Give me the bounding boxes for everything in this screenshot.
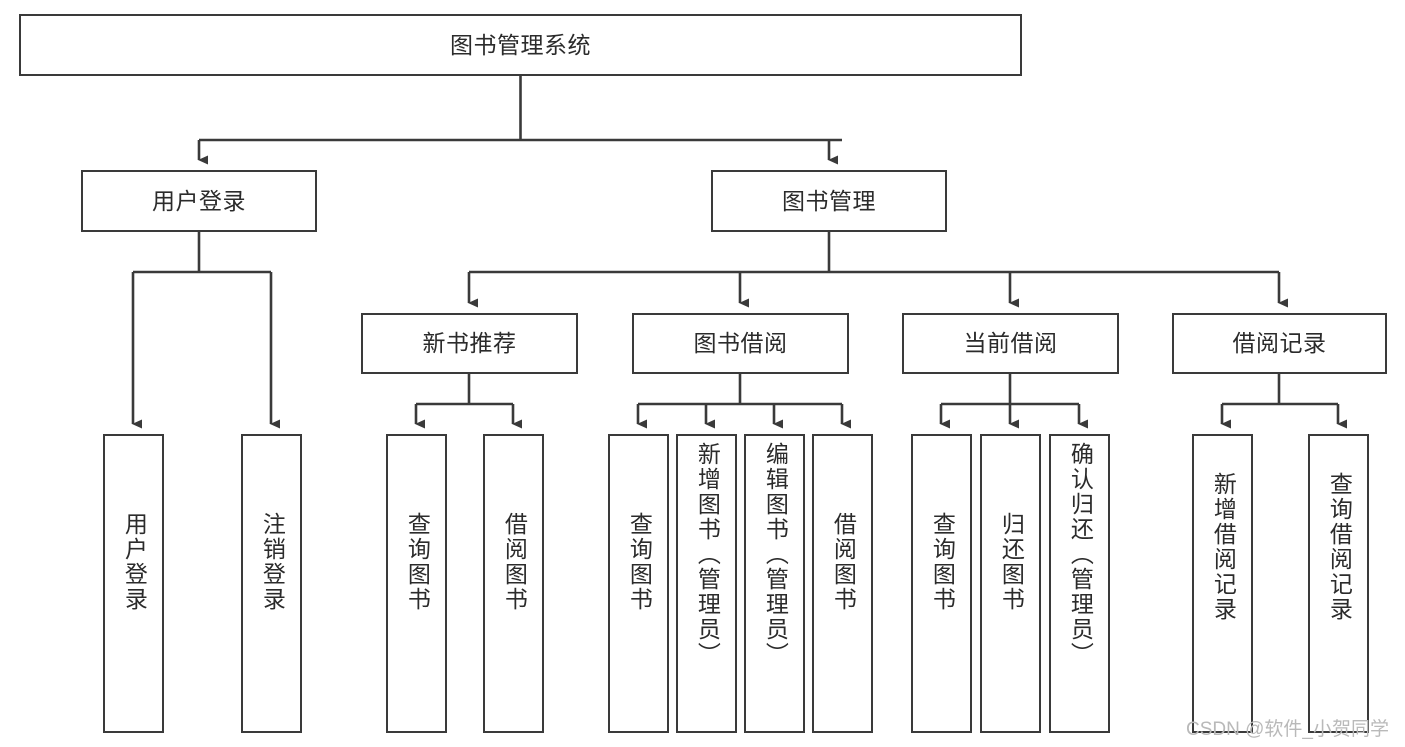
leaf-confirm-return-admin[interactable]: 确认归还（管理员） [1049, 434, 1110, 733]
node-label: 确认归还（管理员） [1067, 442, 1094, 667]
leaf-query-book-current[interactable]: 查询图书 [911, 434, 972, 733]
node-label: 借阅图书 [501, 512, 528, 612]
leaf-borrow-book-newbook[interactable]: 借阅图书 [483, 434, 544, 733]
node-label: 查询图书 [929, 512, 956, 612]
node-borrow-record[interactable]: 借阅记录 [1172, 313, 1387, 374]
leaf-query-book-borrow[interactable]: 查询图书 [608, 434, 669, 733]
leaf-add-borrow-record[interactable]: 新增借阅记录 [1192, 434, 1253, 733]
node-label: 借阅记录 [1232, 330, 1327, 357]
leaf-query-borrow-record[interactable]: 查询借阅记录 [1308, 434, 1369, 733]
node-label: 编辑图书（管理员） [762, 442, 789, 667]
leaf-user-login[interactable]: 用户登录 [103, 434, 164, 733]
node-book-borrow[interactable]: 图书借阅 [632, 313, 849, 374]
leaf-return-book[interactable]: 归还图书 [980, 434, 1041, 733]
node-label: 借阅图书 [830, 512, 857, 612]
node-label: 查询图书 [404, 512, 431, 612]
leaf-borrow-book-borrow[interactable]: 借阅图书 [812, 434, 873, 733]
node-label: 注销登录 [259, 512, 286, 612]
leaf-edit-book-admin[interactable]: 编辑图书（管理员） [744, 434, 805, 733]
node-label: 图书管理 [782, 187, 876, 214]
leaf-add-book-admin[interactable]: 新增图书（管理员） [676, 434, 737, 733]
csdn-watermark: CSDN @软件_小贺同学 [1186, 719, 1389, 740]
node-label: 新增借阅记录 [1210, 472, 1237, 622]
node-label: 新书推荐 [422, 330, 517, 357]
node-book-management-system[interactable]: 图书管理系统 [19, 14, 1022, 76]
node-label: 图书借阅 [693, 330, 788, 357]
node-label: 查询借阅记录 [1326, 472, 1353, 622]
node-new-book-recommend[interactable]: 新书推荐 [361, 313, 578, 374]
node-label: 当前借阅 [963, 330, 1058, 357]
node-label: 用户登录 [121, 512, 148, 612]
node-label: 用户登录 [152, 187, 246, 214]
node-label: 新增图书（管理员） [694, 442, 721, 667]
node-label: 归还图书 [998, 512, 1025, 612]
node-label: 查询图书 [626, 512, 653, 612]
node-current-borrow[interactable]: 当前借阅 [902, 313, 1119, 374]
node-label: 图书管理系统 [450, 31, 591, 58]
node-user-login[interactable]: 用户登录 [81, 170, 317, 232]
leaf-query-book-newbook[interactable]: 查询图书 [386, 434, 447, 733]
leaf-logout-login[interactable]: 注销登录 [241, 434, 302, 733]
node-book-management[interactable]: 图书管理 [711, 170, 947, 232]
